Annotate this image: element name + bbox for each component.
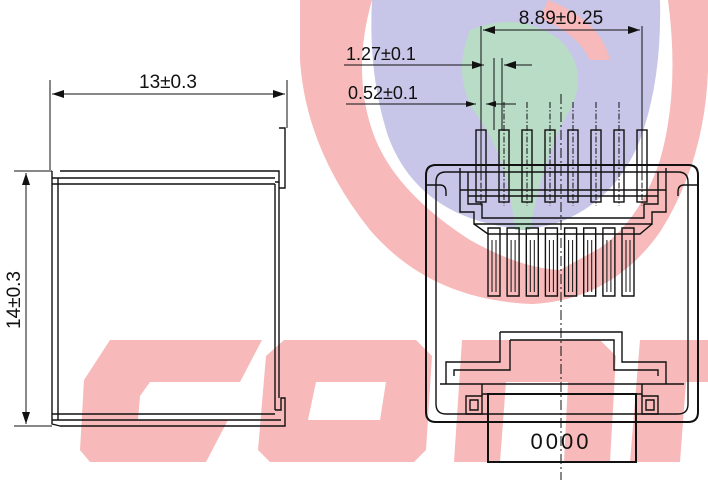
slot-code: 0000 xyxy=(531,429,592,454)
pin-width-dimension: 0.52±0.1 xyxy=(346,83,516,107)
pin-span-dimension: 8.89±0.25 xyxy=(480,8,643,180)
pin-pitch-dimension: 1.27±0.1 xyxy=(344,44,532,130)
height-dimension-label: 14±0.3 xyxy=(4,271,25,329)
contact-fingers xyxy=(487,227,635,297)
contact-pin xyxy=(590,102,602,206)
watermark xyxy=(80,0,708,462)
contact-pin xyxy=(567,102,579,206)
pin-pitch-label: 1.27±0.1 xyxy=(346,44,416,64)
contact-finger xyxy=(487,227,501,297)
width-dimension-label: 13±0.3 xyxy=(139,72,197,93)
side-view: 13±0.3 14±0.3 xyxy=(4,72,288,427)
contact-finger xyxy=(525,227,539,297)
pin-span-label: 8.89±0.25 xyxy=(519,8,603,29)
housing-outline: 0000 xyxy=(425,164,699,463)
contact-pin xyxy=(636,102,648,206)
contact-finger xyxy=(621,227,635,297)
width-dimension: 13±0.3 xyxy=(49,72,288,170)
contact-pin xyxy=(498,102,510,206)
contact-pin xyxy=(521,102,533,206)
contact-finger xyxy=(563,227,578,297)
contact-finger xyxy=(583,227,597,297)
contact-pin xyxy=(544,102,556,206)
contact-pin xyxy=(613,102,625,206)
contact-pins xyxy=(475,102,648,206)
front-view: 8.89±0.25 1.27±0.1 0.52±0.1 xyxy=(344,8,699,480)
side-body-outline xyxy=(51,127,286,427)
contact-finger xyxy=(506,227,520,297)
pin-width-label: 0.52±0.1 xyxy=(348,83,418,103)
contact-finger xyxy=(602,227,616,297)
contact-pin xyxy=(475,102,487,206)
contact-finger xyxy=(544,227,559,297)
height-dimension: 14±0.3 xyxy=(4,170,52,427)
